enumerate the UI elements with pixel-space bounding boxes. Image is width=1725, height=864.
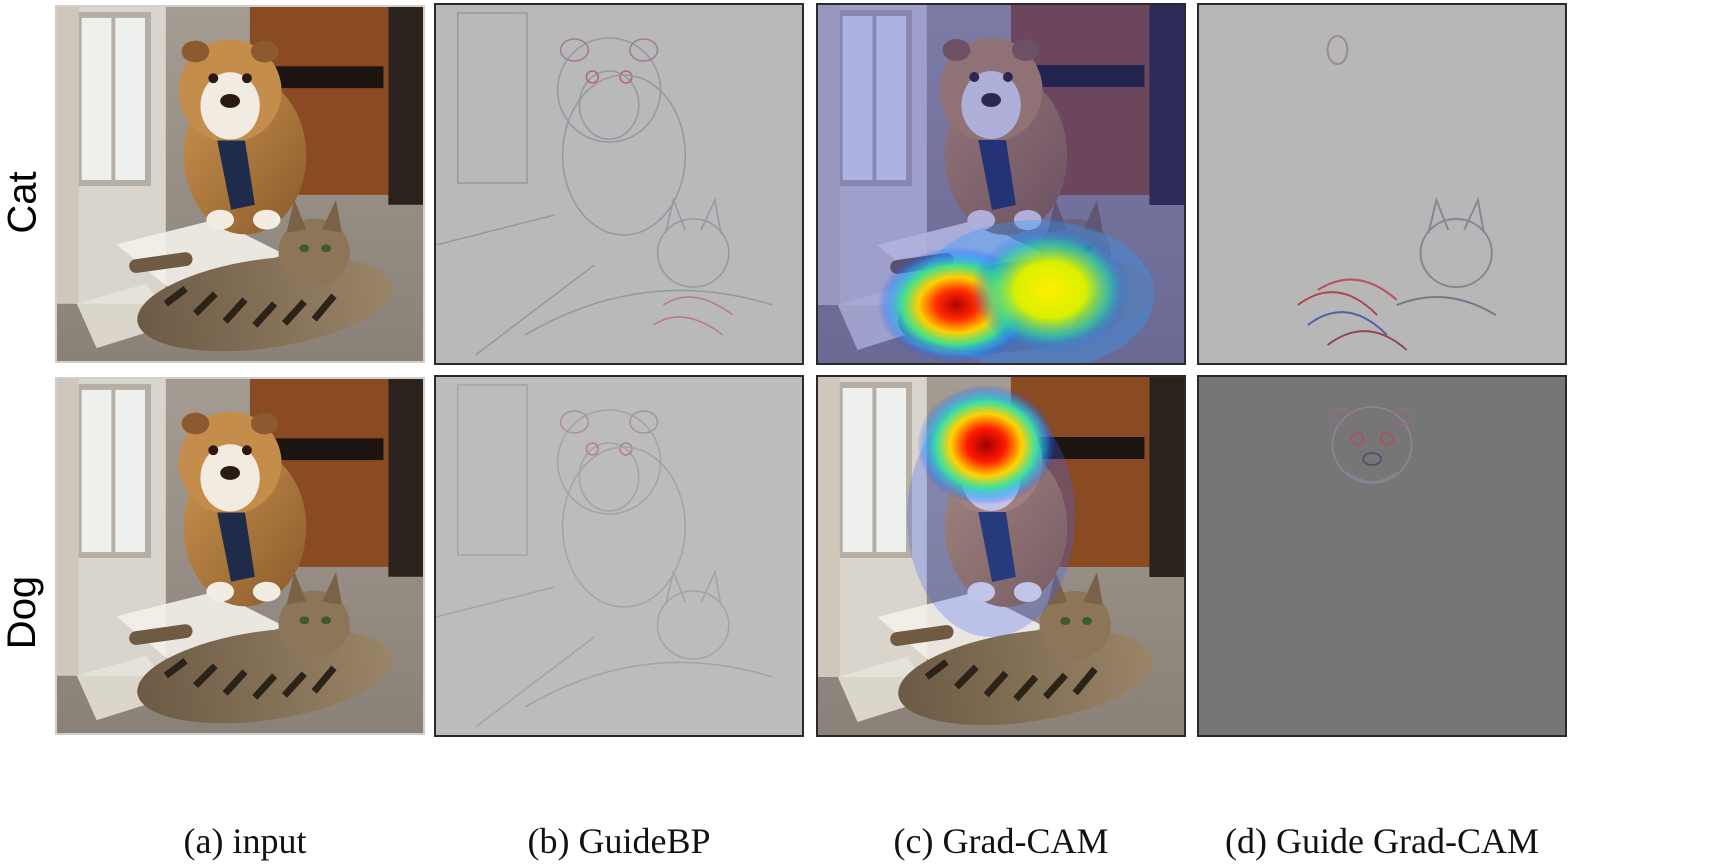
cat-guidebp-image [436,5,802,363]
caption-guidebp: (b) GuideBP [527,821,711,861]
cat-input-image [57,7,423,361]
caption-input: (a) input [183,821,307,861]
caption-guide-gradcam: (d) Guide Grad-CAM [1225,821,1539,861]
cat-gradcam-image [818,5,1184,363]
panel-dog-gradcam [816,375,1186,737]
panel-cat-guide-gradcam [1197,3,1567,365]
cat-guide-gradcam-image [1199,5,1565,363]
row-label-cat: Cat [0,0,46,405]
row-label-dog-text: Dog [0,575,45,650]
panel-cat-gradcam [816,3,1186,365]
dog-guidebp-image [436,377,802,735]
dog-guide-gradcam-image [1199,377,1565,735]
panel-dog-guide-gradcam [1197,375,1567,737]
dog-input-image [57,379,423,733]
dog-gradcam-image [818,377,1184,735]
panel-cat-guidebp [434,3,804,365]
row-label-cat-text: Cat [0,171,45,234]
panel-cat-input [55,5,425,363]
panel-dog-input [55,377,425,735]
panel-dog-guidebp [434,375,804,737]
row-label-dog: Dog [0,410,46,815]
caption-gradcam: (c) Grad-CAM [893,821,1109,861]
